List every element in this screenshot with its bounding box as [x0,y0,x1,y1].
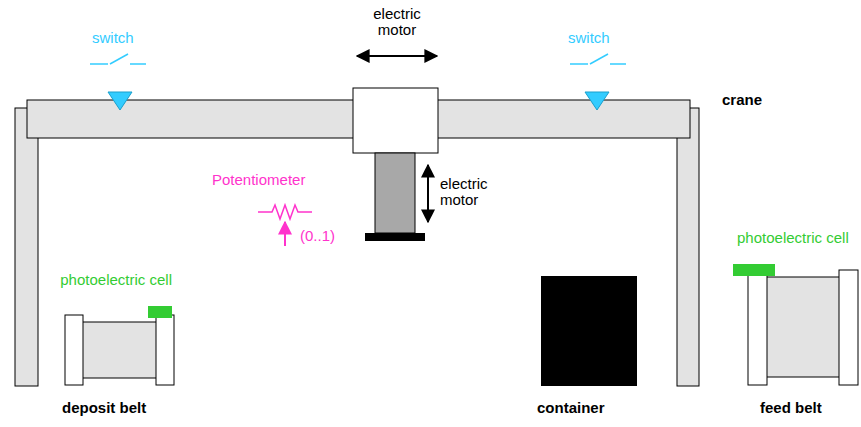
trolley-motor [353,88,438,153]
photoelectric-cell [733,264,775,276]
belt-roller [748,270,767,385]
belt-body [766,277,840,377]
belt-roller [839,270,858,385]
motor-label: electric motor [362,6,432,38]
container-label: container [537,400,605,416]
motion-arrow [427,165,429,222]
crane-leg [677,108,699,386]
sensor-label: photoelectric cell [737,230,849,246]
range-label: (0..1) [300,228,335,244]
crane-leg [15,108,38,386]
wiper-arrow [284,222,286,246]
photoelectric-cell [148,306,172,318]
crane-label: crane [722,92,762,108]
switch-symbol [90,54,626,64]
gripper-plate [365,233,425,241]
switch-label: switch [568,30,610,46]
belt-label: deposit belt [62,400,146,416]
belt-body [82,322,157,378]
switch-marker [108,92,132,110]
motor-label: electric motor [440,176,502,208]
potentiometer-symbol [258,205,312,219]
belt-roller [65,315,83,385]
potentiometer-label: Potentiometer [212,172,305,188]
belt-roller [156,315,174,385]
switch-label: switch [92,30,134,46]
switch-marker [585,92,609,110]
sensor-label: photoelectric cell [60,272,172,288]
lift-column [375,153,415,233]
container-box [541,276,637,386]
motion-arrow [357,55,437,57]
belt-label: feed belt [760,400,822,416]
